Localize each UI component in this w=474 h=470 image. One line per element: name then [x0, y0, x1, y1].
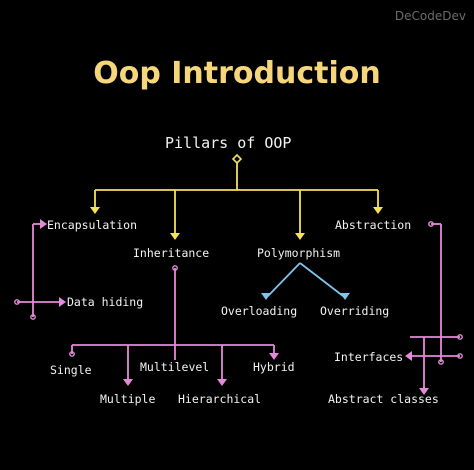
page-title: Oop Introduction: [93, 56, 381, 91]
arrow-to-abstraction: [373, 207, 383, 214]
arrow-to-overriding: [340, 293, 350, 300]
abstraction-end-dot: [438, 359, 444, 365]
node-multilevel: Multilevel: [140, 360, 210, 374]
node-hybrid: Hybrid: [253, 360, 295, 374]
node-encapsulation: Encapsulation: [47, 218, 138, 232]
abstraction-start-dot: [428, 221, 434, 227]
arrow-to-encapsulation-label: [40, 219, 47, 229]
arrow-to-overloading: [261, 293, 271, 300]
node-overriding: Overriding: [320, 304, 390, 318]
root-diamond-marker: [231, 153, 243, 165]
node-interfaces: Interfaces: [334, 350, 404, 364]
arrow-to-polymorphism: [295, 233, 305, 240]
inheritance-start-dot: [172, 265, 178, 271]
node-hierarchical: Hierarchical: [178, 392, 262, 406]
arrow-to-abstract-classes: [419, 388, 429, 395]
encapsulation-end-dot: [30, 314, 36, 320]
arrow-to-interfaces: [405, 351, 412, 361]
arrow-to-data-hiding: [59, 297, 66, 307]
data-hiding-start-dot: [14, 299, 20, 305]
node-overloading: Overloading: [221, 304, 298, 318]
node-single: Single: [50, 363, 92, 377]
node-polymorphism: Polymorphism: [257, 246, 341, 260]
node-inheritance: Inheritance: [133, 246, 210, 260]
overriding-line: [299, 262, 344, 297]
root-node-label: Pillars of OOP: [165, 134, 292, 152]
arrow-to-hybrid: [269, 353, 279, 360]
interfaces-end-dot: [457, 353, 463, 359]
watermark: DeCodeDev: [394, 9, 466, 23]
overloading-line: [267, 262, 301, 297]
node-data-hiding: Data hiding: [67, 295, 144, 309]
arrow-to-encapsulation: [90, 207, 100, 214]
node-multiple: Multiple: [100, 392, 156, 406]
arrow-to-inheritance: [170, 233, 180, 240]
arrow-to-multiple: [123, 379, 133, 386]
node-abstract-classes: Abstract classes: [328, 392, 439, 406]
arrow-to-hierarchical: [217, 379, 227, 386]
node-abstraction: Abstraction: [335, 218, 412, 232]
single-dot: [69, 351, 75, 357]
abstraction-bus-dot: [457, 334, 463, 340]
